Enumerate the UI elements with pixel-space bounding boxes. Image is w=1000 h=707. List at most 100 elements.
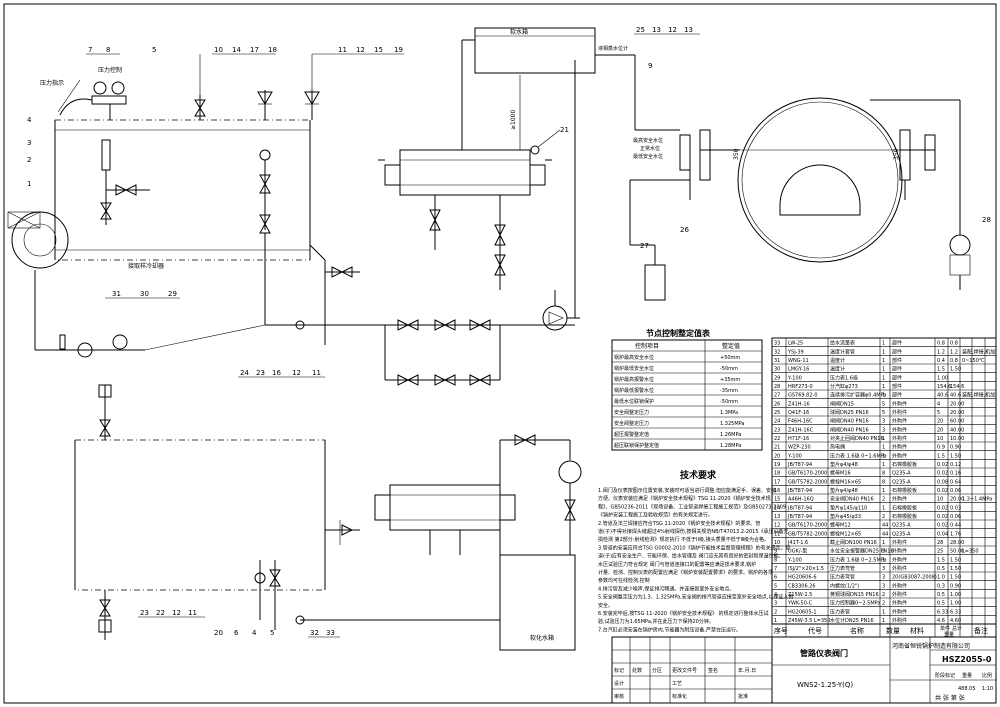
bom-cell: GB/T5782-2000 (788, 479, 827, 485)
bom-cell: 32 (774, 349, 780, 355)
bom-cell: 4 (937, 401, 940, 407)
bom-cell: 压力表 1.6级 0~2.5MPa (830, 556, 887, 563)
callout-mid-6: 12 (292, 369, 301, 377)
bom-cell: HRF273-0 (788, 384, 813, 390)
tech-req-line: 4.排污管及减少噪声,保证排污畅通。并连接到室外安全地点。 (598, 585, 734, 592)
bom-cell: 0.5 (937, 566, 945, 572)
bom-cell: 0.12 (950, 462, 961, 468)
bom-cell: 外购件 (892, 435, 907, 442)
bom-cell: WNG-11 (788, 358, 809, 364)
bom-cell: 温度计套管 (830, 348, 855, 355)
bom-cell: 外购件 (892, 400, 907, 407)
bom-cell: 部件 (892, 392, 902, 399)
bom-cell: JB/T87-94 (787, 488, 812, 494)
bom-cell: 16 (774, 488, 780, 494)
bom-cell: 闸阀DN40 PN16 (830, 426, 869, 433)
bom-cell: 2 (882, 592, 885, 598)
tb-row-2: 分区 (652, 667, 662, 674)
pressure-gauge-label: 压力指示 (40, 79, 64, 87)
sheet-count: 共 张 第 张 (935, 694, 965, 702)
tech-req-line: 方便。仪表安装应满足《锅炉安全技术规程》TSG 11-2020《锅炉安全技术规 (598, 495, 771, 502)
bom-cell: 0.5 (937, 592, 945, 598)
callout-top-4: 14 (232, 46, 241, 54)
drawing-frame (3, 3, 997, 704)
bom-cell: 部件 (892, 366, 902, 373)
callout-bot-7: 5 (270, 629, 274, 637)
bom-cell: 内螺纹(1/2") (830, 582, 859, 589)
bom-cell: 给水流量表 (830, 340, 855, 347)
tb-row-5: 年.月.日 (738, 667, 756, 674)
bom-cell: 外购件 (892, 582, 907, 589)
bom-cell: 1 (882, 609, 885, 615)
bom-h-remark: 备注 (974, 626, 988, 635)
burner-fan (7, 211, 69, 269)
callout-mid-0: 31 (112, 290, 121, 298)
bom-cell: 3 (882, 427, 885, 433)
callout-rt-3: 13 (684, 26, 693, 34)
bom-cell: 1.50 (950, 453, 961, 459)
bom-cell: 3 (882, 575, 885, 581)
callout-rt-7: 28 (982, 216, 991, 224)
bom-cell: 安全阀DN40 PN16 (830, 496, 874, 503)
bom-cell: 12 (774, 523, 780, 529)
bom-cell: CB3306.26 (788, 583, 816, 589)
bom-h-material: 材料 (910, 626, 924, 635)
bom-cell: 0.02 (937, 471, 948, 477)
bom-cell: 10 (937, 436, 943, 442)
bom-cell: GB/T6170-2000 (788, 471, 827, 477)
bom-cell: 压力表弯管 (830, 574, 855, 581)
callout-left-0: 4 (27, 116, 32, 124)
bom-cell: 垫片φ45/φ33 (830, 513, 861, 520)
bom-cell: 0.08 (937, 479, 948, 485)
bom-cell: 1 (882, 505, 885, 511)
callout-mid-8: 21 (560, 126, 569, 134)
bom-cell: 外购件 (892, 452, 907, 459)
bom-cell: 33 (774, 341, 780, 347)
bom-cell: 20 (937, 427, 943, 433)
bom-cell: H71F-16 (788, 436, 809, 442)
bom-cell: JB/T87-94 (787, 462, 812, 468)
bom-cell: 0.9 (937, 445, 945, 451)
bom-cell: 压力表 1.6级 0~1.6MPa (830, 452, 887, 459)
bom-cell: 8 (882, 479, 885, 485)
model-number: WNS2-1.25-Y(Q) (797, 681, 853, 689)
tech-req-line: 7.台汽缸必须安装在锅炉房内,节能器为附压设备,严禁在压运行。 (598, 626, 741, 633)
bom-cell: 1.5 (937, 453, 945, 459)
boiler-side-view (74, 384, 360, 640)
bom-cell: 外购件 (892, 444, 907, 451)
bom-cell: Q235-A (892, 479, 911, 485)
drawing-number: HSZ2055-0 (942, 655, 992, 664)
economizer-vessel (378, 129, 561, 290)
bom-cell: F46H-16C (788, 419, 813, 425)
bom-cell: 螺母M12 (830, 522, 851, 529)
bom-cell: Y-100 (787, 557, 802, 563)
control-table-item: 锅炉最高报警水位 (614, 376, 654, 383)
bom-cell: 1 (882, 367, 885, 373)
tech-req-line: 损检测 第2部分:射线检测》规定执行 不低于II级,接头质量不低于Ⅲ级为合格。 (598, 536, 769, 543)
callout-top-2: 5 (152, 46, 156, 54)
bom-cell: 20 (774, 453, 780, 459)
bom-cell: 外购件 (892, 426, 907, 433)
bom-cell: 154.6 (937, 384, 951, 390)
bom-cell: 1.2 (937, 349, 945, 355)
tb-role-2: 工艺 (672, 681, 682, 687)
bom-cell: 垫片φ145/φ110 (830, 504, 867, 511)
tb-row-3: 更改文件号 (672, 667, 697, 674)
bom-cell: ISJ/2"×20×1.5 (788, 566, 824, 572)
bom-cell: 球阀DN25 PN16 (830, 409, 869, 416)
callout-mid-1: 30 (140, 290, 149, 298)
bom-cell: 部件 (892, 348, 902, 355)
bom-cell: 0.02 (937, 523, 948, 529)
callout-rt-4: 9 (648, 62, 652, 70)
bom-cell: 1 (882, 393, 885, 399)
bom-cell: 40.6 (937, 393, 948, 399)
bom-cell: Y-100 (787, 375, 802, 381)
bom-cell: 水位计DN25 PN16 (830, 617, 874, 624)
bom-cell: 0.90 (950, 583, 961, 589)
bom-cell: 13 (774, 514, 780, 520)
callout-bot-4: 20 (214, 629, 223, 637)
control-table-h0: 控制项目 (635, 342, 659, 350)
bom-cell: 17 (774, 479, 780, 485)
tb-stage-2: 比例 (982, 672, 992, 679)
